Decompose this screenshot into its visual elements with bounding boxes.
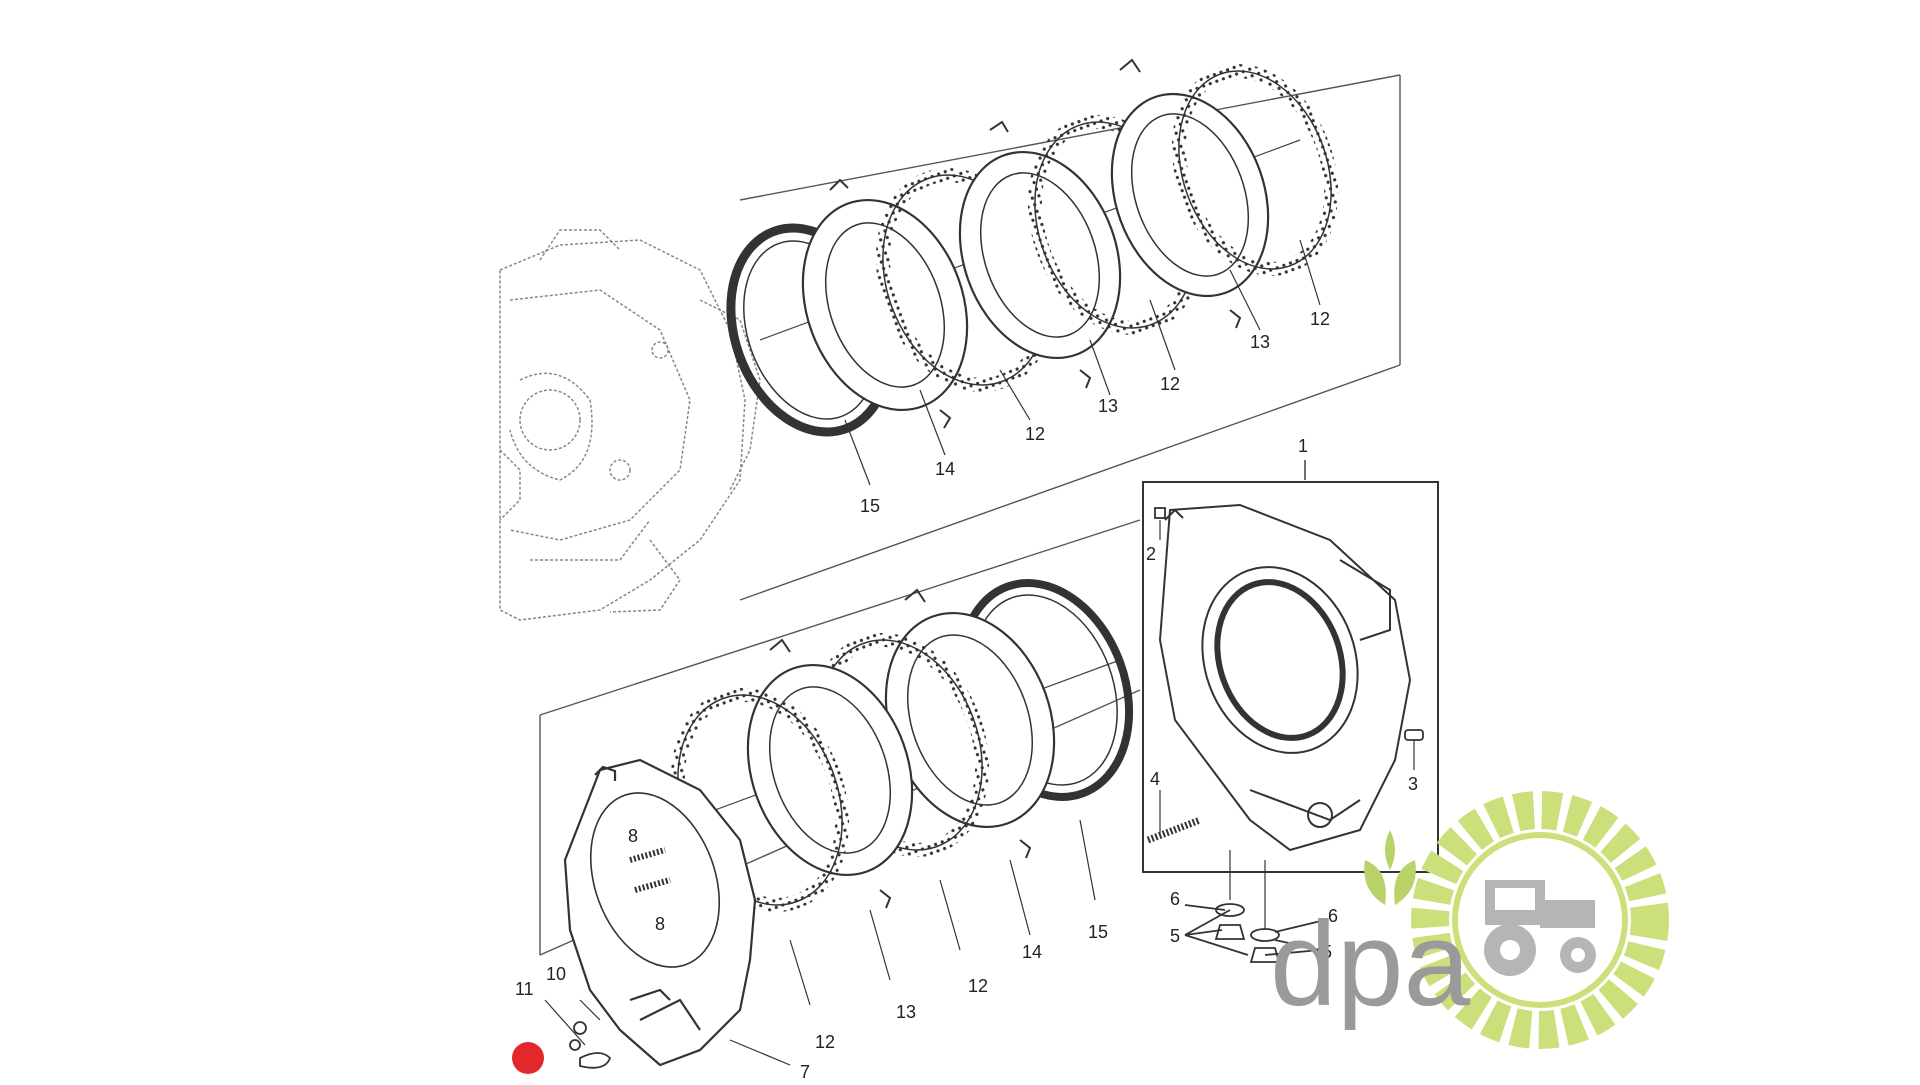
dowel-pin-3 xyxy=(1404,729,1424,741)
lower-end-plate-7 xyxy=(563,758,757,1067)
housing-box-frame xyxy=(1142,460,1439,873)
label-1: 1 xyxy=(1298,436,1308,456)
label-12a: 12 xyxy=(1025,424,1045,444)
label-8a: 8 xyxy=(628,826,638,846)
wheat-leaf-icon xyxy=(1364,830,1416,905)
label-12b: 12 xyxy=(1160,374,1180,394)
label-12d: 12 xyxy=(968,976,988,996)
bolt-washer-group xyxy=(1184,903,1326,963)
spring-pin-4 xyxy=(1146,816,1202,844)
dpa-logo-watermark: dpa xyxy=(1270,791,1669,1049)
tractor-icon xyxy=(1484,880,1596,976)
label-15a: 15 xyxy=(860,496,880,516)
label-10: 10 xyxy=(546,964,566,984)
housing-leader-lines xyxy=(1159,520,1415,930)
callout-labels: 1 2 3 4 5 5 6 6 7 8 8 10 11 12 12 12 12 … xyxy=(515,309,1418,1082)
label-7: 7 xyxy=(800,1062,810,1080)
label-8b: 8 xyxy=(655,914,665,934)
small-parts-10-11 xyxy=(569,1021,612,1069)
label-5b: 5 xyxy=(1322,942,1332,962)
label-13c: 13 xyxy=(896,1002,916,1022)
label-14b: 14 xyxy=(1022,942,1042,962)
upper-leader-lines xyxy=(844,239,1321,486)
label-13b: 13 xyxy=(1250,332,1270,352)
highlight-marker xyxy=(512,1042,544,1074)
dowel-pin-2 xyxy=(1154,507,1166,519)
label-4: 4 xyxy=(1150,769,1160,789)
label-6a: 6 xyxy=(1170,889,1180,909)
label-11: 11 xyxy=(515,979,534,999)
label-14a: 14 xyxy=(935,459,955,479)
lower-leader-lines xyxy=(544,819,1096,1066)
label-12c: 12 xyxy=(1310,309,1330,329)
label-3: 3 xyxy=(1408,774,1418,794)
label-15b: 15 xyxy=(1088,922,1108,942)
label-6b: 6 xyxy=(1328,906,1338,926)
label-5a: 5 xyxy=(1170,926,1180,946)
label-13a: 13 xyxy=(1098,396,1118,416)
label-12e: 12 xyxy=(815,1032,835,1052)
upper-plate-12c xyxy=(1171,64,1339,276)
label-2: 2 xyxy=(1146,544,1156,564)
transmission-housing-sketch xyxy=(499,229,761,621)
gearbox-housing-part xyxy=(1158,503,1412,852)
logo-text: dpa xyxy=(1270,897,1470,1031)
